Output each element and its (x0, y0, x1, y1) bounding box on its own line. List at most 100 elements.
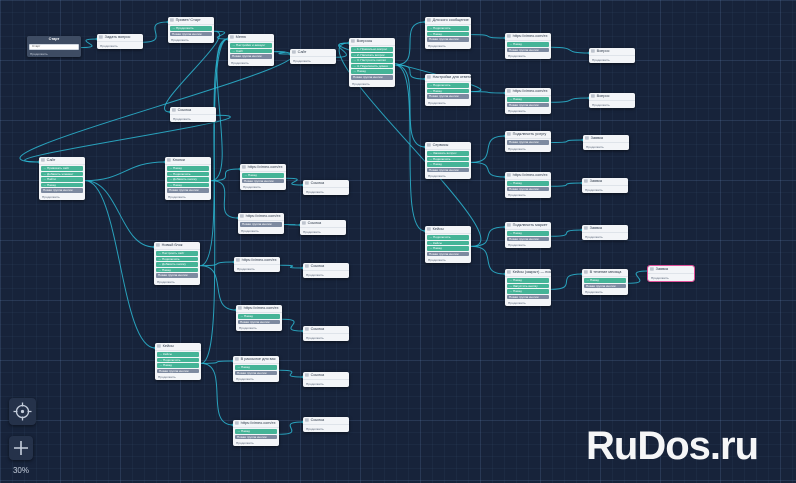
continue-button[interactable]: Продолжить (586, 145, 604, 149)
continue-button[interactable]: Продолжить (231, 60, 249, 65)
node-button[interactable]: Назад (235, 429, 277, 434)
node-button[interactable]: Назад (507, 97, 549, 102)
continue-button[interactable]: Продолжить (428, 258, 446, 263)
continue-button[interactable]: Продолжить (42, 194, 60, 199)
continue-button[interactable]: Продолжить (651, 276, 669, 280)
continue-button[interactable]: Продолжить (158, 375, 176, 380)
node-input[interactable]: Старт (29, 44, 79, 50)
add-button-group[interactable]: Новая группа кнопок (507, 186, 549, 192)
continue-button[interactable]: Продолжить (508, 193, 526, 198)
node-button[interactable]: Назад (584, 278, 626, 283)
continue-button[interactable]: Продолжить (508, 301, 526, 306)
node-button[interactable]: Назад (507, 181, 549, 186)
add-button-group[interactable]: Новая группа кнопок (157, 368, 199, 374)
node-button[interactable]: Назад (427, 88, 469, 94)
continue-button[interactable]: Продолжить (585, 235, 603, 239)
continue-button[interactable]: Продолжить (585, 188, 603, 192)
add-button-group[interactable]: Новая группа кнопок (41, 188, 83, 193)
continue-button[interactable]: Продолжить (508, 54, 526, 59)
continue-button[interactable]: Продолжить (592, 103, 610, 107)
flow-node[interactable]: ▤ Новый блокНастроить сайтПодключитьДоба… (154, 242, 200, 285)
continue-button[interactable]: Продолжить (592, 58, 610, 62)
flow-node[interactable]: ▤ Настройки для ответаПодключитьНазадНов… (425, 74, 471, 106)
node-button[interactable]: Настройки и аккаунт (230, 43, 272, 48)
node-button[interactable]: Назад (167, 166, 209, 171)
node-button[interactable]: Назад (242, 173, 284, 178)
add-button-group[interactable]: Новая группа кнопок (351, 74, 393, 80)
node-button[interactable]: Подключить (427, 156, 469, 162)
node-button[interactable]: 2. Написать вопрос (351, 52, 393, 58)
add-button-group[interactable]: Новая группа кнопок (230, 54, 272, 59)
flow-node[interactable]: ▤ Вопросы1. Правильно вопрос2. Написать … (349, 38, 395, 87)
node-button[interactable]: 3. Настроить кнопки (351, 58, 393, 63)
flow-node[interactable]: ▤ Кейсы (закрыт) — последниеНазадЗапусти… (505, 269, 551, 307)
continue-button[interactable]: Продолжить (508, 243, 526, 248)
continue-button[interactable]: Продолжить (157, 279, 175, 284)
node-button[interactable]: Подключить (427, 83, 469, 88)
continue-button[interactable]: Продолжить (171, 38, 189, 43)
continue-button[interactable]: Продолжить (237, 267, 255, 271)
flow-node[interactable]: ▤ В рассылке для васНазадНовая группа кн… (233, 356, 279, 383)
flow-node[interactable]: ▤ https://vimeo.com/exНазадНовая группа … (505, 33, 551, 60)
add-button-group[interactable]: Новая группа кнопок (242, 178, 284, 184)
add-button-group[interactable]: Новая группа кнопок (170, 31, 212, 37)
node-button[interactable]: Запустить кнопку (507, 283, 549, 289)
continue-button[interactable]: Продолжить (303, 230, 321, 234)
node-button[interactable]: Добавить кнопку (156, 262, 198, 267)
flow-node[interactable]: ▤ СайтПривязать сайтДобавить элементНайт… (39, 157, 85, 200)
flow-node[interactable]: ▤ Для кого сообщениеПодключитьНазадНовая… (425, 17, 471, 49)
flow-node[interactable]: ▤ В течение месяцаНазадНовая группа кноп… (582, 269, 628, 296)
node-button[interactable]: Привязать сайт (41, 166, 83, 171)
add-button-group[interactable]: Новая группа кнопок (240, 222, 282, 227)
flow-node[interactable]: ▤ СервисыЗаказать вопросПодключитьНазадН… (425, 142, 471, 180)
node-button[interactable]: Подключить (156, 256, 198, 262)
add-button-group[interactable]: Новая группа кнопок (238, 319, 280, 325)
continue-button[interactable]: Продолжить (306, 273, 324, 277)
add-button-group[interactable]: Новая группа кнопок (507, 294, 549, 300)
add-button-group[interactable]: Новая группа кнопок (507, 102, 549, 108)
node-button[interactable]: Назад (235, 365, 277, 370)
add-button-group[interactable]: Новая группа кнопок (507, 47, 549, 53)
continue-button[interactable]: Продолжить (428, 174, 446, 179)
add-button-group[interactable]: Новая группа кнопок (167, 188, 209, 193)
continue-button[interactable]: Продолжить (236, 377, 254, 382)
flow-node[interactable]: ▤ КнопкиНазадПодключитьДобавить кнопкуНа… (165, 157, 211, 200)
continue-button[interactable]: Продолжить (239, 326, 257, 331)
add-button-group[interactable]: Новая группа кнопок (427, 251, 469, 257)
node-button[interactable]: Подключить (167, 171, 209, 177)
flow-node[interactable]: ▤ КейсыКейсыПодключитьНазадНовая группа … (155, 343, 201, 381)
flow-node[interactable]: ▤ КейсыПодключитьКейсыНазадНовая группа … (425, 226, 471, 264)
continue-button[interactable]: Продолжить (508, 109, 526, 114)
node-button[interactable]: Кейсы (157, 352, 199, 357)
node-button[interactable]: Назад (351, 69, 393, 74)
continue-button[interactable]: Продолжить (236, 441, 254, 446)
continue-button[interactable]: Продолжить (428, 100, 446, 105)
continue-button[interactable]: Продолжить (306, 427, 324, 431)
zoom-in-button[interactable] (9, 436, 33, 460)
continue-button[interactable]: Продолжить (306, 190, 324, 194)
continue-button[interactable]: Продолжить (306, 336, 324, 340)
continue-button[interactable]: Продолжить (168, 194, 186, 199)
node-button[interactable]: Назад (427, 31, 469, 37)
node-button[interactable]: Добавить элемент (41, 171, 83, 177)
add-button-group[interactable]: Новая группа кнопок (427, 167, 469, 173)
add-button-group[interactable]: Новая группа кнопок (427, 37, 469, 42)
continue-button[interactable]: Продолжить (173, 117, 191, 121)
node-button[interactable]: Назад (157, 363, 199, 368)
flow-node[interactable]: ▤ Привет/ СтартПродолжитьНовая группа кн… (168, 17, 214, 44)
continue-button[interactable]: Продолжить (293, 59, 311, 63)
continue-button[interactable]: Продолжить (243, 185, 261, 190)
node-button[interactable]: Назад (507, 278, 549, 283)
